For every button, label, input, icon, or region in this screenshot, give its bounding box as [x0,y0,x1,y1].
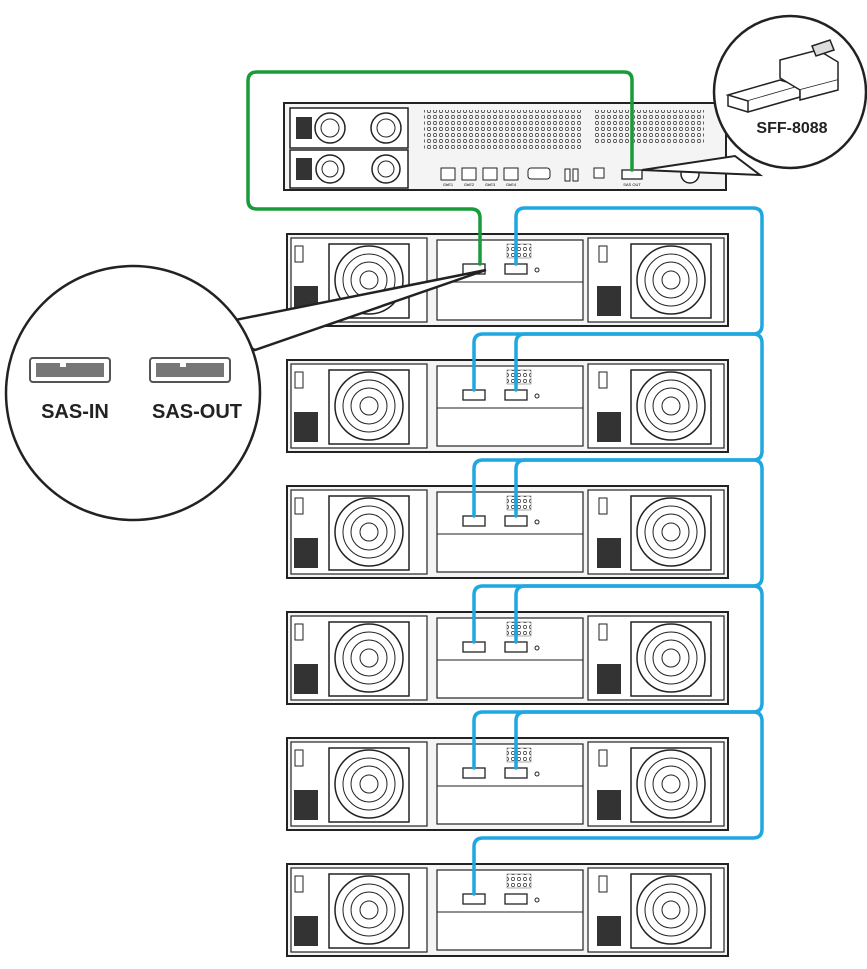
sas-out-port-icon [150,358,230,382]
expansion-unit [287,612,728,704]
expansion-unit [287,486,728,578]
sas-in-port-icon [30,358,110,382]
expansion-unit [287,864,728,956]
module-vent [507,748,531,762]
power-switch-icon[interactable] [295,498,303,514]
power-switch-icon[interactable] [295,750,303,766]
module-vent [507,496,531,510]
ethernet-port-label: GbE3 [485,182,496,187]
fan-frame [329,370,409,444]
sas-out-port[interactable] [505,894,527,904]
power-inlet-icon [597,916,621,946]
ethernet-port[interactable] [483,168,497,180]
head-psu-top [290,108,408,148]
connector-label: SFF-8088 [756,120,827,137]
power-inlet-icon [597,538,621,568]
head-vent-right [594,110,704,144]
usb-port[interactable] [573,169,578,181]
power-inlet-icon [294,916,318,946]
power-inlet-icon [294,412,318,442]
ethernet-port-label: GbE4 [506,182,517,187]
fan-frame [631,748,711,822]
fan-frame [631,622,711,696]
module-vent [507,874,531,888]
fan-frame [329,874,409,948]
sas-out-label: SAS-OUT [152,401,242,423]
power-inlet-icon [294,664,318,694]
power-switch-icon[interactable] [599,750,607,766]
fan-frame [631,874,711,948]
expansion-unit [287,738,728,830]
module-vent [507,622,531,636]
ethernet-port[interactable] [441,168,455,180]
power-inlet-icon [294,538,318,568]
ethernet-port[interactable] [462,168,476,180]
head-psu-bottom [290,150,408,188]
fan-frame [631,244,711,318]
head-unit: GbE1 GbE2 GbE3 GbE4 SAS OUT [284,103,726,190]
power-switch-icon[interactable] [599,498,607,514]
head-vent-left [424,110,582,150]
ethernet-port-label: GbE1 [443,182,454,187]
power-switch-icon[interactable] [599,876,607,892]
power-switch-icon[interactable] [599,246,607,262]
fan-frame [631,370,711,444]
power-inlet-icon [294,790,318,820]
usb-port[interactable] [565,169,570,181]
module-vent [507,244,531,258]
power-inlet-icon [597,790,621,820]
power-inlet-icon [597,664,621,694]
power-inlet-icon [597,286,621,316]
expansion-units [287,234,728,956]
fan-frame [329,496,409,570]
ethernet-port-label: GbE2 [464,182,475,187]
power-switch-icon[interactable] [599,624,607,640]
power-switch-icon[interactable] [295,876,303,892]
expansion-unit [287,360,728,452]
callout-circle [6,266,260,520]
module-vent [507,370,531,384]
power-switch-icon[interactable] [295,372,303,388]
sas-in-label: SAS-IN [41,401,109,423]
power-switch-icon[interactable] [295,246,303,262]
power-switch-icon[interactable] [599,372,607,388]
fan-frame [631,496,711,570]
fan-frame [329,622,409,696]
serial-port[interactable] [594,168,604,178]
head-sas-port-label: SAS OUT [623,182,641,187]
ethernet-port[interactable] [504,168,518,180]
power-inlet-icon [597,412,621,442]
vga-port[interactable] [528,168,550,179]
power-switch-icon[interactable] [295,624,303,640]
fan-frame [329,748,409,822]
